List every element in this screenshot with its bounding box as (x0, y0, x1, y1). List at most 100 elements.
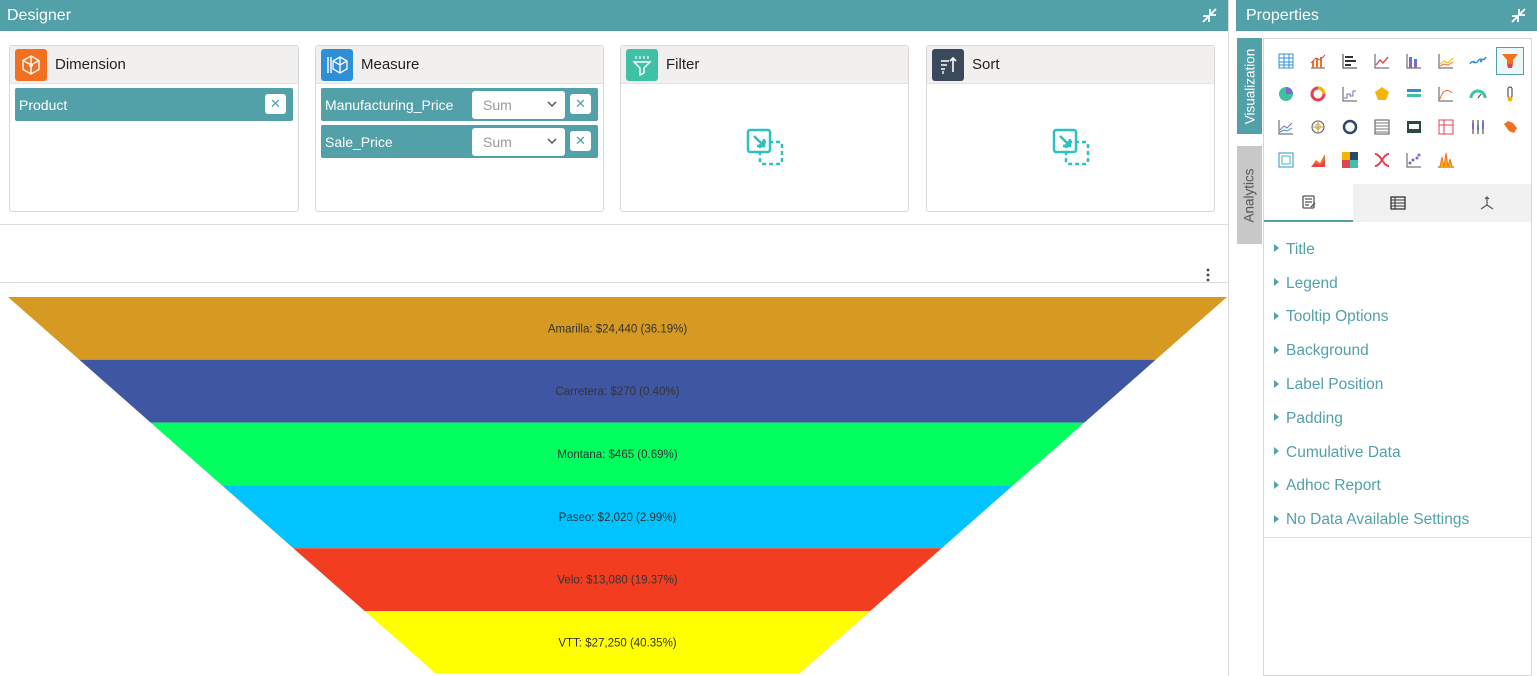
chart-toolbar-divider (0, 282, 1229, 283)
drop-field-icon (746, 128, 783, 166)
sankey-chart-icon[interactable] (1368, 146, 1396, 174)
collapse-icon[interactable] (1510, 7, 1527, 24)
spline-chart-icon[interactable] (1464, 47, 1492, 75)
funnel-segment-velo[interactable] (293, 548, 942, 611)
drop-field-icon (1052, 128, 1089, 166)
dimension-shelf[interactable]: Dimension Product ✕ (9, 45, 299, 212)
shelf-divider (0, 224, 1229, 225)
property-item-label: No Data Available Settings (1286, 511, 1470, 529)
radar-chart-icon[interactable] (1304, 113, 1332, 141)
property-item-label-position[interactable]: Label Position (1264, 368, 1531, 402)
property-item-label: Padding (1286, 409, 1343, 427)
area-line-chart-icon[interactable] (1432, 47, 1460, 75)
measure-shelf[interactable]: Measure Manufacturing_Price Sum ✕ Sale_P… (315, 45, 604, 212)
funnel-segment-vtt[interactable] (364, 611, 871, 674)
properties-header: Properties (1236, 0, 1537, 31)
heatmap-chart-icon[interactable] (1336, 146, 1364, 174)
curve-chart-icon[interactable] (1432, 80, 1460, 108)
property-item-cumulative-data[interactable]: Cumulative Data (1264, 436, 1531, 470)
line-chart-icon[interactable] (1368, 47, 1396, 75)
grid-chart-icon[interactable] (1272, 47, 1300, 75)
remove-field-icon[interactable]: ✕ (570, 94, 591, 114)
tab-axis-properties[interactable] (1442, 184, 1531, 222)
aggregation-dropdown[interactable]: Sum (472, 128, 565, 156)
funnel-data-label: Velo: $13,080 (19.37%) (557, 575, 677, 587)
funnel-segment-paseo[interactable] (222, 485, 1013, 549)
caret-right-icon (1274, 480, 1279, 489)
combo-chart-icon[interactable] (1304, 47, 1332, 75)
tab-visualization[interactable]: Visualization (1237, 38, 1262, 134)
caret-right-icon (1274, 345, 1279, 354)
sort-shelf[interactable]: Sort (926, 45, 1215, 212)
tab-analytics-label: Analytics (1242, 167, 1257, 223)
remove-field-icon[interactable]: ✕ (265, 94, 286, 114)
pivot-grid-icon[interactable] (1272, 146, 1300, 174)
measure-field-pill[interactable]: Manufacturing_Price Sum ✕ (321, 88, 598, 121)
property-item-label: Tooltip Options (1286, 308, 1389, 326)
property-item-title[interactable]: Title (1264, 233, 1531, 267)
collapse-icon[interactable] (1201, 7, 1218, 24)
ring-chart-icon[interactable] (1336, 113, 1364, 141)
table-chart-icon[interactable] (1368, 113, 1396, 141)
property-item-background[interactable]: Background (1264, 334, 1531, 368)
funnel-data-label: Paseo: $2,020 (2.99%) (559, 512, 677, 524)
donut-chart-icon[interactable] (1304, 80, 1332, 108)
measure-field-label: Sale_Price (325, 133, 393, 150)
funnel-chart-icon[interactable] (1496, 47, 1524, 75)
property-item-label: Adhoc Report (1286, 477, 1381, 495)
map-chart-icon[interactable] (1496, 113, 1524, 141)
funnel-data-label: VTT: $27,250 (40.35%) (558, 637, 676, 649)
properties-panel: Properties Visualization Analytics (1236, 0, 1537, 676)
candlestick-chart-icon[interactable] (1464, 113, 1492, 141)
tab-column-properties[interactable] (1353, 184, 1442, 222)
dimension-title: Dimension (55, 56, 126, 73)
sort-title: Sort (972, 56, 1000, 73)
axis-properties-icon (1480, 196, 1493, 210)
scatter-chart-icon[interactable] (1400, 146, 1428, 174)
measure-field-pill[interactable]: Sale_Price Sum ✕ (321, 125, 598, 158)
stacked-bar-chart-icon[interactable] (1400, 47, 1428, 75)
more-options-icon[interactable] (1204, 268, 1212, 282)
property-item-padding[interactable]: Padding (1264, 402, 1531, 436)
property-item-label: Legend (1286, 274, 1338, 292)
caret-right-icon (1274, 278, 1279, 287)
dimension-field-pill[interactable]: Product ✕ (15, 88, 293, 121)
caret-right-icon (1274, 447, 1279, 456)
remove-field-icon[interactable]: ✕ (570, 131, 591, 151)
stacked-area-chart-icon[interactable] (1304, 146, 1332, 174)
aggregation-dropdown[interactable]: Sum (472, 91, 565, 119)
funnel-segment-montana[interactable] (150, 422, 1085, 486)
property-item-legend[interactable]: Legend (1264, 267, 1531, 301)
histogram-chart-icon[interactable] (1432, 146, 1460, 174)
multi-line-chart-icon[interactable] (1272, 113, 1300, 141)
cube-icon (15, 48, 47, 81)
property-item-label: Label Position (1286, 376, 1384, 394)
property-item-no-data-available-settings[interactable]: No Data Available Settings (1264, 503, 1531, 537)
pivot-chart-icon[interactable] (1432, 113, 1460, 141)
dimension-field-label: Product (19, 96, 68, 113)
property-item-label: Background (1286, 342, 1369, 360)
stacked-column-chart-icon[interactable] (1400, 80, 1428, 108)
funnel-data-label: Montana: $465 (0.69%) (557, 449, 677, 461)
card-chart-icon[interactable] (1400, 113, 1428, 141)
step-line-chart-icon[interactable] (1336, 80, 1364, 108)
filter-shelf[interactable]: Filter (620, 45, 909, 212)
bar-chart-icon[interactable] (1336, 47, 1364, 75)
thermometer-chart-icon[interactable] (1496, 80, 1524, 108)
funnel-segment-amarilla[interactable] (8, 297, 1227, 360)
tab-analytics[interactable]: Analytics (1237, 146, 1262, 244)
funnel-segment-carretera[interactable] (79, 359, 1156, 423)
tab-visualization-label: Visualization (1242, 48, 1257, 124)
gauge-chart-icon[interactable] (1464, 80, 1492, 108)
tab-general-properties[interactable] (1264, 184, 1353, 222)
caret-right-icon (1274, 311, 1279, 320)
measure-field-label: Manufacturing_Price (325, 96, 454, 113)
aggregation-value: Sum (483, 97, 512, 113)
property-item-tooltip-options[interactable]: Tooltip Options (1264, 301, 1531, 335)
funnel-chart: Amarilla: $24,440 (36.19%)Carretera: $27… (8, 297, 1227, 674)
pie-chart-icon[interactable] (1272, 80, 1300, 108)
polar-chart-icon[interactable] (1368, 80, 1396, 108)
property-item-adhoc-report[interactable]: Adhoc Report (1264, 470, 1531, 504)
chevron-down-icon (547, 101, 557, 108)
